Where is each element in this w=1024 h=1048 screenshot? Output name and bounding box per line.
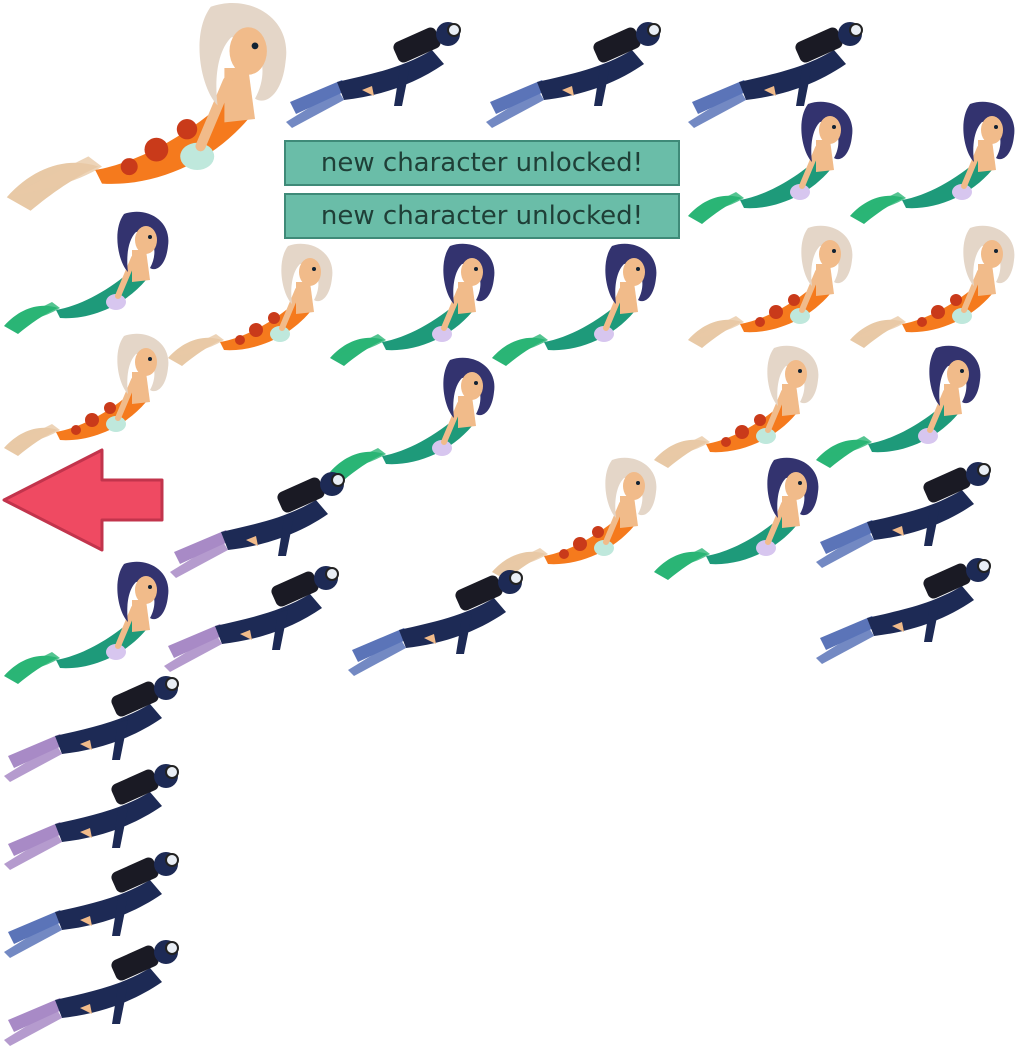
left-arrow-icon [2,448,164,552]
character-diver[interactable] [0,840,190,960]
character-mermaid-blonde[interactable] [164,242,334,372]
character-mermaid-blonde[interactable] [0,0,289,221]
character-diver[interactable] [160,554,350,674]
character-mermaid-dark[interactable] [0,560,170,690]
character-diver[interactable] [166,460,356,580]
character-diver[interactable] [344,558,534,678]
character-mermaid-blonde[interactable] [684,224,854,354]
character-mermaid-dark[interactable] [650,456,820,586]
unlock-notification: new character unlocked! [284,140,680,186]
character-mermaid-blonde[interactable] [0,332,170,462]
character-mermaid-dark[interactable] [812,344,982,474]
character-mermaid-dark[interactable] [846,100,1016,230]
character-mermaid-dark[interactable] [684,100,854,230]
character-diver[interactable] [0,928,190,1048]
character-mermaid-dark[interactable] [488,242,658,372]
character-mermaid-dark[interactable] [0,210,170,340]
character-diver[interactable] [812,546,1002,666]
character-mermaid-blonde[interactable] [846,224,1016,354]
character-diver[interactable] [482,10,672,130]
character-mermaid-blonde[interactable] [650,344,820,474]
character-diver[interactable] [684,10,874,130]
back-button[interactable] [2,448,166,552]
character-mermaid-dark[interactable] [326,356,496,486]
character-diver[interactable] [0,752,190,872]
character-mermaid-dark[interactable] [326,242,496,372]
character-diver[interactable] [812,450,1002,570]
character-diver[interactable] [0,664,190,784]
unlock-notification: new character unlocked! [284,193,680,239]
character-diver[interactable] [282,10,472,130]
